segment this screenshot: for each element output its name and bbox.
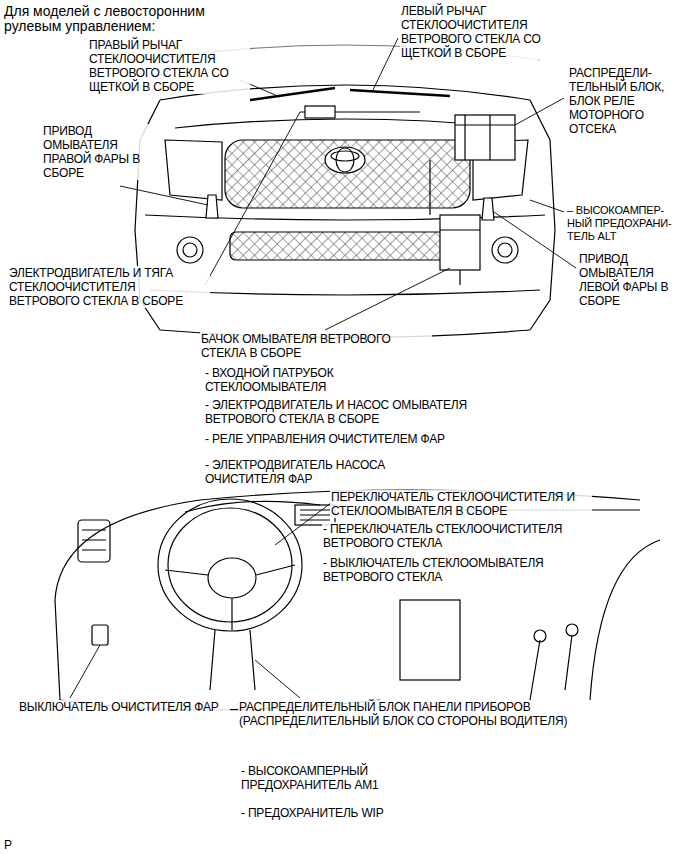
part-label: - РЕЛЕ УПРАВЛЕНИЯ ОЧИСТИТЕЛЕМ ФАР bbox=[204, 432, 466, 446]
part-label: ЭЛЕКТРОДВИГАТЕЛЬ И ТЯГА СТЕКЛООЧИСТИТЕЛЯ… bbox=[8, 266, 210, 308]
part-label: ПРИВОД ОМЫВАТЕЛЯ ПРАВОЙ ФАРЫ В СБОРЕ bbox=[42, 124, 154, 180]
part-label: ВЫКЛЮЧАТЕЛЬ ОЧИСТИТЕЛЯ ФАР bbox=[18, 700, 230, 714]
part-label: - ПРЕДОХРАНИТЕЛЬ WIP bbox=[240, 806, 442, 820]
heading: Для моделей с левосторонним рулевым упра… bbox=[4, 4, 264, 34]
part-label: РАСПРЕДЕЛИТЕЛЬНЫЙ БЛОК ПАНЕЛИ ПРИБОРОВ (… bbox=[238, 700, 610, 728]
part-label: ЛЕВЫЙ РЫЧАГ СТЕКЛООЧИСТИТЕЛЯ ВЕТРОВОГО С… bbox=[400, 4, 572, 60]
part-label: - ВЫСОКОАМПЕРНЫЙ ПРЕДОХРАНИТЕЛЬ AM1 bbox=[240, 764, 432, 792]
part-label: БАЧОК ОМЫВАТЕЛЯ ВЕТРОВОГО СТЕКЛА В СБОРЕ bbox=[200, 332, 432, 360]
part-label: – ВЫСОКОАМПЕР- НЫЙ ПРЕДОХРАНИ- ТЕЛЬ ALT bbox=[566, 204, 686, 243]
part-label: ПЕРЕКЛЮЧАТЕЛЬ СТЕКЛООЧИСТИТЕЛЯ И СТЕКЛОО… bbox=[330, 490, 592, 518]
part-label: - ЭЛЕКТРОДВИГАТЕЛЬ И НАСОС ОМЫВАТЕЛЯ ВЕТ… bbox=[204, 398, 536, 426]
part-label: - ЭЛЕКТРОДВИГАТЕЛЬ НАСОСА ОЧИСТИТЕЛЯ ФАР bbox=[204, 458, 426, 486]
part-label: ПРАВЫЙ РЫЧАГ СТЕКЛООЧИСТИТЕЛЯ ВЕТРОВОГО … bbox=[88, 38, 250, 94]
part-label: ПРИВОД ОМЫВАТЕЛЯ ЛЕВОЙ ФАРЫ В СБОРЕ bbox=[578, 252, 686, 308]
dashboard bbox=[55, 490, 660, 710]
part-label: - ПЕРЕКЛЮЧАТЕЛЬ СТЕКЛООЧИСТИТЕЛЯ ВЕТРОВО… bbox=[322, 522, 574, 550]
part-label: РАСПРЕДЕЛИ- ТЕЛЬНЫЙ БЛОК, БЛОК РЕЛЕ МОТО… bbox=[568, 66, 682, 136]
part-label: - ВХОДНОЙ ПАТРУБОК СТЕКЛООМЫВАТЕЛЯ bbox=[204, 366, 416, 394]
part-label: P bbox=[3, 838, 25, 852]
part-label: - ВЫКЛЮЧАТЕЛЬ СТЕКЛООМЫВАТЕЛЯ ВЕТРОВОГО … bbox=[322, 556, 584, 584]
